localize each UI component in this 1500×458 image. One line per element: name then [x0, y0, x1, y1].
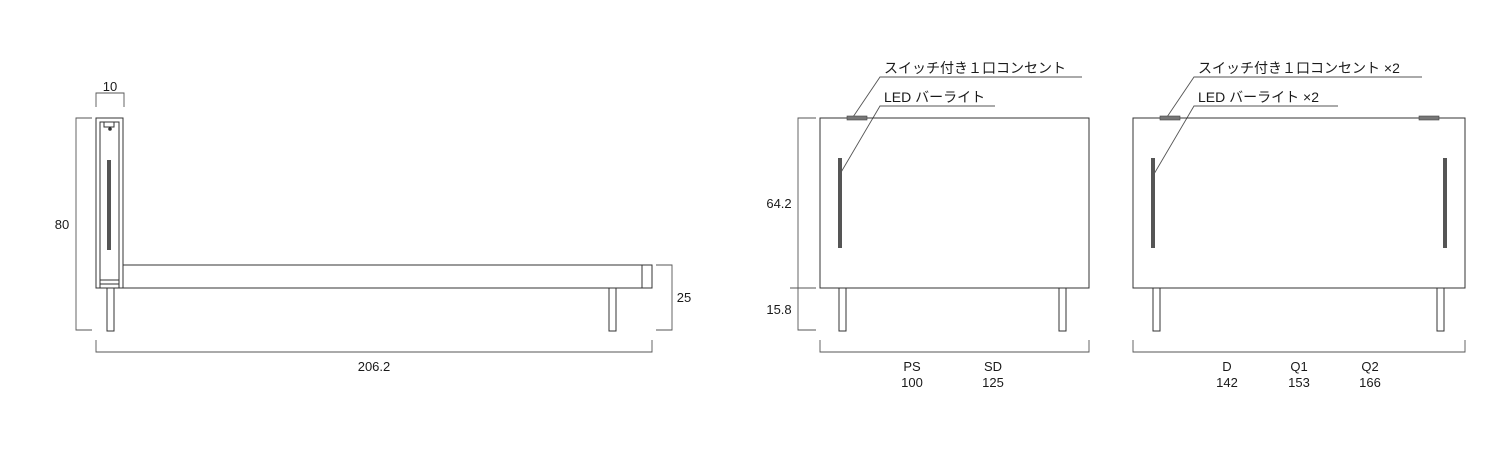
- side-led-bar: [107, 160, 111, 250]
- size-width-q1: 153: [1288, 375, 1310, 390]
- size-width-d: 142: [1216, 375, 1238, 390]
- size-name-sd: SD: [984, 359, 1002, 374]
- size-width-ps: 100: [901, 375, 923, 390]
- size-name-d: D: [1222, 359, 1231, 374]
- dim-leg-height: 15.8: [766, 302, 791, 317]
- single-outlet: [846, 115, 868, 121]
- dim-headboard-thickness: 10: [103, 79, 117, 94]
- size-width-q2: 166: [1359, 375, 1381, 390]
- double-led-bar-right: [1443, 158, 1447, 248]
- front-view-single: スイッチ付き１口コンセント LED バーライト 64.2 15.8 PS 100…: [766, 60, 1090, 390]
- size-name-ps: PS: [903, 359, 921, 374]
- size-name-q2: Q2: [1361, 359, 1378, 374]
- side-front-leg: [106, 287, 115, 332]
- single-led-bar: [838, 158, 842, 248]
- double-outlet-right: [1418, 115, 1440, 121]
- side-headboard: [95, 117, 124, 289]
- single-headboard: [819, 117, 1090, 289]
- label-outlet-x2: スイッチ付き１口コンセント ×2: [1198, 60, 1400, 76]
- dim-total-height: 80: [55, 217, 69, 232]
- dim-headboard-height: 64.2: [766, 196, 791, 211]
- double-outlet-left: [1159, 115, 1181, 121]
- size-name-q1: Q1: [1290, 359, 1307, 374]
- double-headboard: [1132, 117, 1466, 289]
- side-view: 10 80 25 206.2: [55, 79, 691, 374]
- label-led-bar-x2: LED バーライト ×2: [1198, 89, 1319, 105]
- dim-frame-height: 25: [677, 290, 691, 305]
- label-led-bar: LED バーライト: [884, 89, 985, 105]
- side-bed-frame: [122, 264, 643, 289]
- double-led-bar-left: [1151, 158, 1155, 248]
- dim-total-length: 206.2: [358, 359, 391, 374]
- label-outlet: スイッチ付き１口コンセント: [884, 60, 1066, 76]
- side-rear-leg: [608, 287, 617, 332]
- front-view-double: スイッチ付き１口コンセント ×2 LED バーライト ×2 D 142 Q1 1…: [1132, 60, 1466, 390]
- size-width-sd: 125: [982, 375, 1004, 390]
